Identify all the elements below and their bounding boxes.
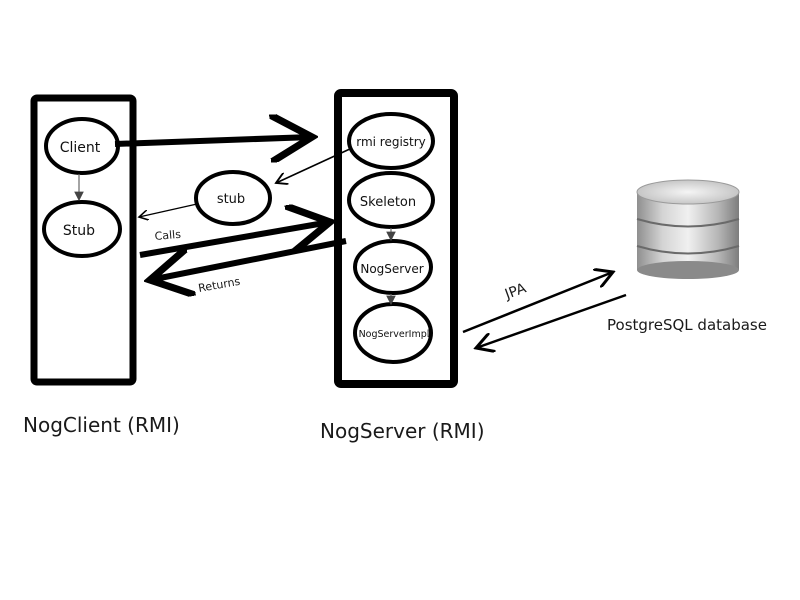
nogserver-label: NogServer	[360, 262, 423, 276]
nogserverimpl-node: NogServerImpl	[353, 302, 433, 364]
calls-label: Calls	[154, 228, 182, 243]
nogserverimpl-label: NogServerImpl	[359, 329, 430, 340]
database-icon	[636, 179, 740, 279]
middle-stub-node: stub	[194, 170, 272, 226]
rmi-registry-label: rmi registry	[356, 135, 426, 149]
server-caption: NogServer (RMI)	[320, 419, 485, 443]
returns-label: Returns	[197, 275, 241, 295]
jpa-label: JPA	[502, 280, 529, 303]
jpa-request-arrow	[462, 272, 613, 334]
returns-arrow	[150, 238, 347, 280]
database-label: PostgreSQL database	[607, 316, 767, 334]
client-caption: NogClient (RMI)	[23, 413, 180, 437]
registry-to-stub-arrow	[276, 147, 353, 183]
nogserver-node: NogServer	[353, 239, 433, 295]
client-stub-label: Stub	[63, 223, 95, 239]
skeleton-label: Skeleton	[360, 195, 416, 210]
client-stub-node: Stub	[42, 200, 122, 258]
client-node-label: Client	[60, 140, 101, 156]
lookup-arrow	[114, 137, 312, 144]
stub-to-client-stub-arrow	[139, 203, 198, 217]
skeleton-node: Skeleton	[347, 171, 435, 229]
middle-stub-label: stub	[217, 192, 245, 207]
client-node: Client	[44, 117, 120, 175]
jpa-response-arrow	[476, 293, 627, 348]
rmi-registry-node: rmi registry	[347, 112, 435, 170]
